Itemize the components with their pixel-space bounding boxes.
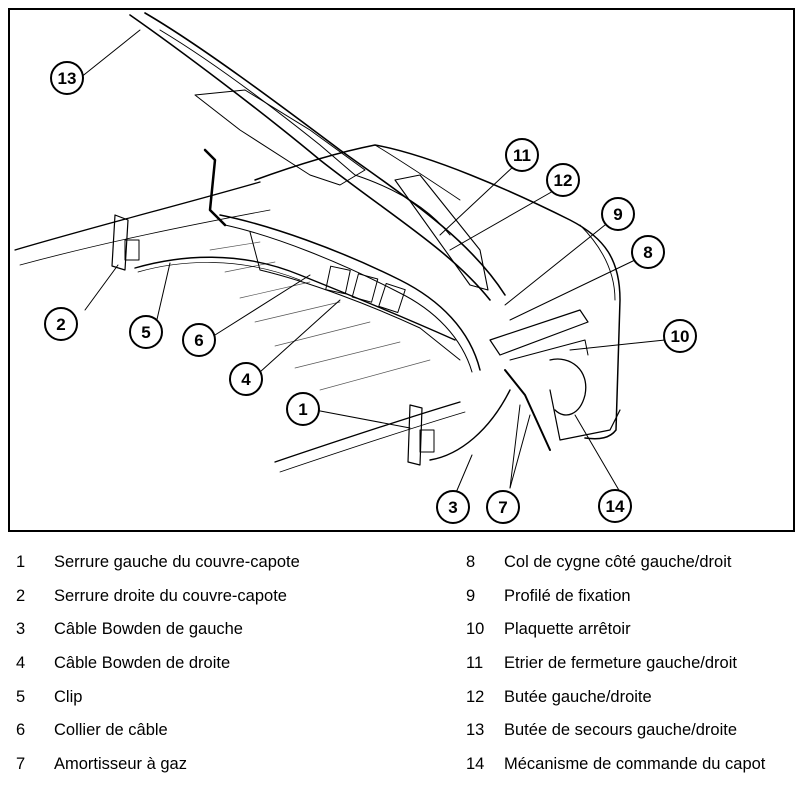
- legend-item: 4 Câble Bowden de droite: [16, 647, 300, 681]
- legend-item: 14 Mécanisme de commande du capot: [466, 748, 765, 782]
- legend-label: Câble Bowden de droite: [54, 654, 231, 673]
- legend-right-column: 8 Col de cygne côté gauche/droit 9 Profilé…: [466, 546, 765, 782]
- legend-label: Etrier de fermeture gauche/droit: [504, 654, 737, 673]
- callout-10: 10: [663, 319, 697, 353]
- legend-item: 8 Col de cygne côté gauche/droit: [466, 546, 765, 580]
- legend-item: 13 Butée de secours gauche/droite: [466, 714, 765, 748]
- svg-text:1: 1: [298, 400, 307, 419]
- svg-text:14: 14: [606, 497, 625, 516]
- legend-label: Mécanisme de commande du capot: [504, 755, 766, 774]
- legend-label: Collier de câble: [54, 721, 168, 740]
- legend-item: 12 Butée gauche/droite: [466, 681, 765, 715]
- callout-4: 4: [229, 362, 263, 396]
- legend-number: 13: [466, 721, 485, 740]
- legend-item: 6 Collier de câble: [16, 714, 300, 748]
- legend-label: Butée gauche/droite: [504, 687, 652, 706]
- svg-text:3: 3: [448, 498, 457, 517]
- line-art: [14, 12, 666, 496]
- legend-number: 7: [16, 755, 26, 774]
- legend-number: 1: [16, 553, 26, 571]
- legend-number: 9: [466, 586, 476, 605]
- legend-number: 5: [16, 687, 26, 706]
- legend: 1 Serrure gauche du couvre-capote 2 Serrur…: [0, 540, 800, 790]
- legend-item: 2 Serrure droite du couvre-capote: [16, 580, 300, 614]
- legend-label: Clip: [54, 687, 83, 706]
- legend-item: 3 Câble Bowden de gauche: [16, 613, 300, 647]
- svg-text:13: 13: [58, 69, 77, 88]
- svg-text:12: 12: [554, 171, 573, 190]
- legend-number: 14: [466, 755, 485, 774]
- legend-item: 9 Profilé de fixation: [466, 580, 765, 614]
- legend-label: Câble Bowden de gauche: [54, 620, 243, 639]
- callout-8: 8: [631, 235, 665, 269]
- svg-text:7: 7: [498, 498, 507, 517]
- legend-item: 7 Amortisseur à gaz: [16, 748, 300, 782]
- callout-11: 11: [505, 138, 539, 172]
- callout-12: 12: [546, 163, 580, 197]
- callout-3: 3: [436, 490, 470, 524]
- callout-6: 6: [182, 323, 216, 357]
- legend-label: Serrure gauche du couvre-capote: [54, 553, 300, 571]
- legend-number: 2: [16, 586, 26, 605]
- legend-item: 11 Etrier de fermeture gauche/droit: [466, 647, 765, 681]
- legend-number: 11: [466, 654, 484, 673]
- legend-label: Col de cygne côté gauche/droit: [504, 553, 732, 571]
- legend-label: Serrure droite du couvre-capote: [54, 586, 287, 605]
- svg-text:5: 5: [141, 323, 150, 342]
- legend-label: Profilé de fixation: [504, 586, 631, 605]
- legend-left-column: 1 Serrure gauche du couvre-capote 2 Serrur…: [16, 546, 300, 782]
- legend-number: 12: [466, 687, 485, 706]
- callout-9: 9: [601, 197, 635, 231]
- legend-number: 8: [466, 553, 476, 571]
- legend-number: 4: [16, 654, 26, 673]
- legend-item: 5 Clip: [16, 681, 300, 715]
- legend-number: 10: [466, 620, 485, 639]
- legend-label: Butée de secours gauche/droite: [504, 721, 737, 740]
- legend-label: Amortisseur à gaz: [54, 755, 187, 774]
- callout-14: 14: [598, 489, 632, 523]
- callout-13: 13: [50, 61, 84, 95]
- callout-2: 2: [44, 307, 78, 341]
- callout-5: 5: [129, 315, 163, 349]
- legend-item: 1 Serrure gauche du couvre-capote: [16, 546, 300, 580]
- legend-label: Plaquette arrêtoir: [504, 620, 631, 639]
- callout-1: 1: [286, 392, 320, 426]
- svg-text:9: 9: [613, 205, 622, 224]
- callouts: 13 11 12 9 8 10 2 5 6 4 1 3 7 14: [44, 61, 697, 524]
- technical-drawing: 13 11 12 9 8 10 2 5 6 4 1 3 7 14: [8, 8, 795, 532]
- svg-text:2: 2: [56, 315, 65, 334]
- svg-text:6: 6: [194, 331, 203, 350]
- svg-text:8: 8: [643, 243, 652, 262]
- svg-text:10: 10: [671, 327, 690, 346]
- legend-number: 3: [16, 620, 26, 639]
- callout-7: 7: [486, 490, 520, 524]
- legend-item: 10 Plaquette arrêtoir: [466, 613, 765, 647]
- svg-text:11: 11: [513, 146, 531, 165]
- legend-number: 6: [16, 721, 26, 740]
- svg-text:4: 4: [241, 370, 251, 389]
